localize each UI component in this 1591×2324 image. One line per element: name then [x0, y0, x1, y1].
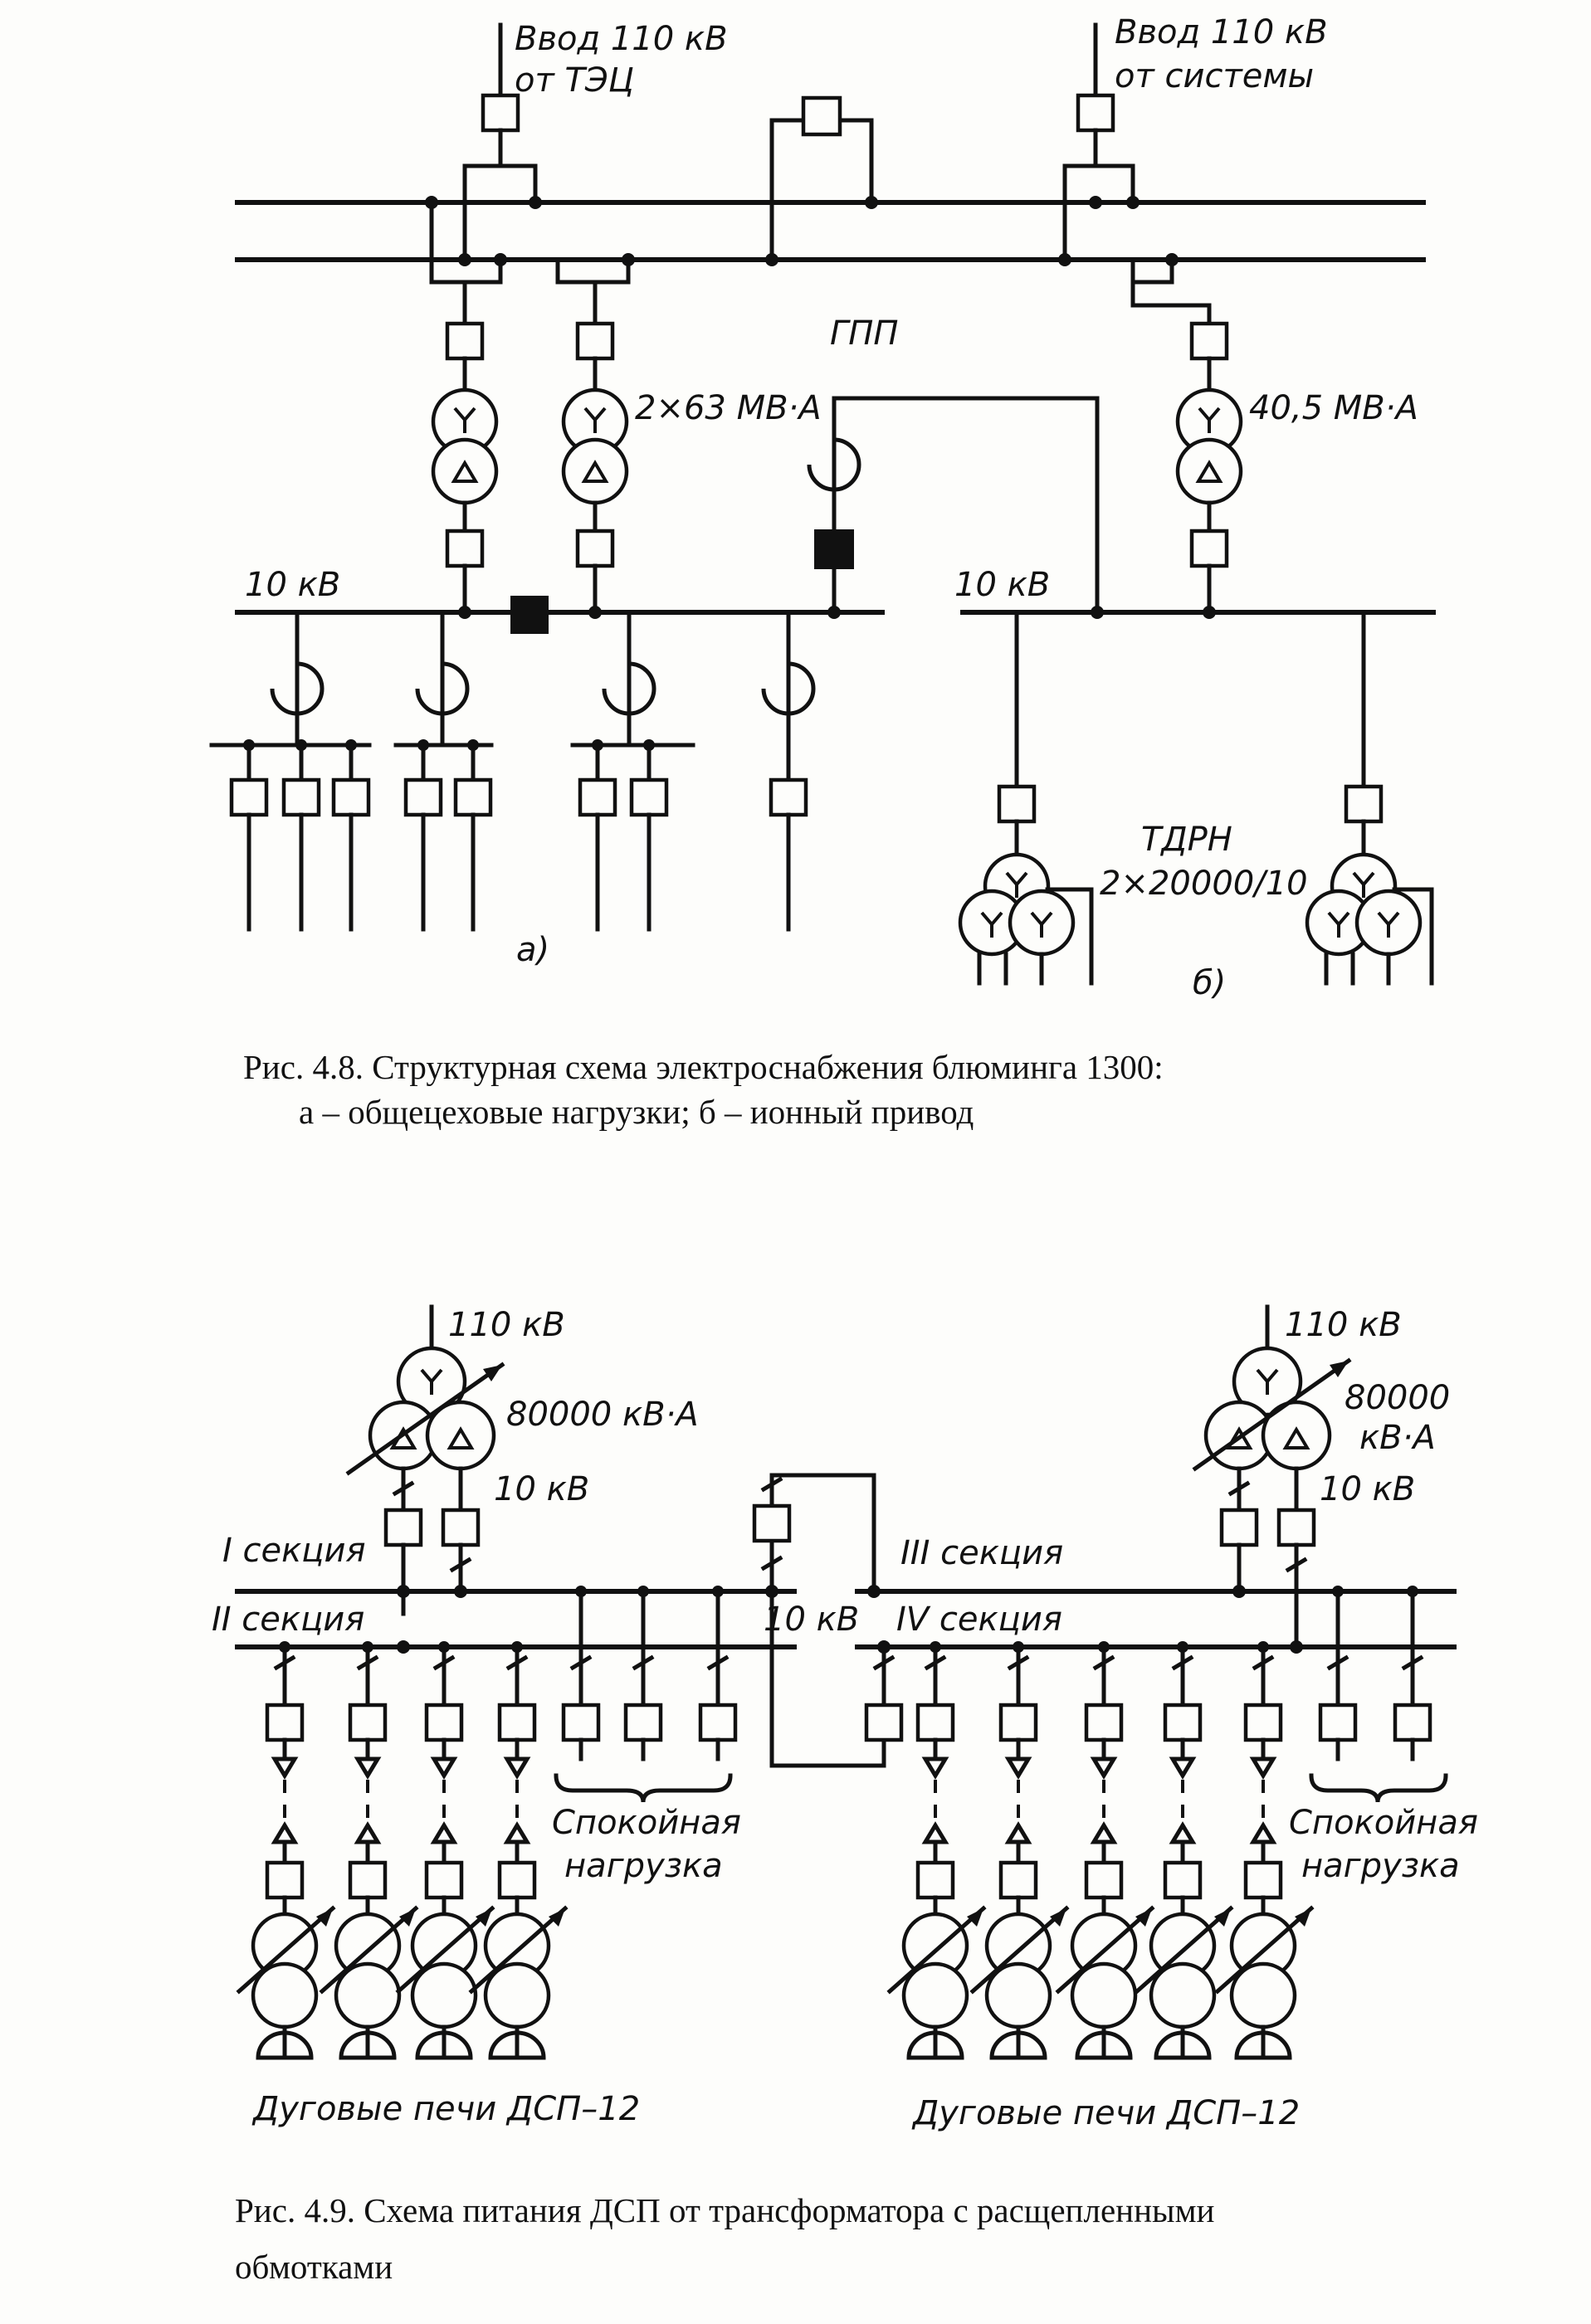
- load-group-4: [764, 610, 813, 932]
- label-calm-load-left-1: Спокойная: [552, 1804, 741, 1842]
- label-10kv-right: 10 кВ: [954, 566, 1050, 604]
- label-input-tec-1: Ввод 110 кВ: [515, 20, 728, 58]
- bus-coupler-110kv: [765, 95, 878, 266]
- furnace-feeders-left: [236, 1641, 569, 2060]
- label-tdrn-1: ТДРН: [1141, 821, 1232, 859]
- figure-4-8: Ввод 110 кВ от ТЭЦ Ввод 110 кВ от систем…: [209, 13, 1436, 1002]
- label-110kv-left: 110 кВ: [448, 1306, 565, 1344]
- caption-fig-4-8-line1: Рис. 4.8. Структурная схема электроснабж…: [243, 1048, 1164, 1086]
- label-transformer-left: 2×63 МВ·А: [635, 389, 822, 427]
- input-system-feeder: [1058, 22, 1140, 266]
- calm-load-right: [1309, 1586, 1448, 1803]
- label-calm-load-right-1: Спокойная: [1289, 1804, 1478, 1842]
- tdrn-transformer-1: [958, 610, 1094, 986]
- furnace-feeders-right: [886, 1641, 1315, 2060]
- figure-4-9: 110 кВ 110 кВ 80000 кВ·А 80000 кВ·А 10 к…: [212, 1304, 1478, 2132]
- caption-fig-4-9-line1: Рис. 4.9. Схема питания ДСП от трансформ…: [235, 2191, 1215, 2229]
- label-section-2: II секция: [212, 1600, 364, 1639]
- label-furnaces-right: Дуговые печи ДСП–12: [911, 2094, 1300, 2132]
- split-transformer-left: [345, 1304, 505, 1616]
- label-input-system-1: Ввод 110 кВ: [1115, 13, 1328, 51]
- label-power-left: 80000 кВ·А: [506, 1396, 699, 1434]
- label-calm-load-right-2: нагрузка: [1301, 1847, 1460, 1885]
- transformer-feeder-2: [555, 253, 635, 615]
- furnace-feeder-left-1: [236, 1641, 336, 2060]
- split-transformer-right: [1192, 1304, 1352, 1649]
- label-input-tec-2: от ТЭЦ: [515, 61, 634, 100]
- tdrn-transformer-2: [1305, 610, 1434, 986]
- furnace-feeder-left-2: [319, 1641, 419, 2060]
- label-input-system-2: от системы: [1115, 57, 1314, 95]
- label-10kv-right: 10 кВ: [1320, 1470, 1415, 1508]
- load-group-2: [393, 610, 494, 932]
- label-section-3: III секция: [900, 1534, 1063, 1572]
- label-power-right-1: 80000: [1345, 1379, 1450, 1417]
- furnace-feeder-right-5: [1214, 1641, 1315, 2060]
- input-tec-feeder: [458, 22, 542, 266]
- furnace-feeder-left-3: [395, 1641, 495, 2060]
- furnace-feeder-right-4: [1134, 1641, 1234, 2060]
- calm-load-left: [554, 1586, 738, 1803]
- section-tie-lower: [769, 1589, 904, 1768]
- label-110kv-right: 110 кВ: [1285, 1306, 1402, 1344]
- ion-drive-link: [809, 396, 1104, 619]
- label-section-4: IV секция: [896, 1600, 1062, 1639]
- transformer-feeder-1: [425, 196, 507, 615]
- section-tie: [752, 1473, 881, 1598]
- transformer-feeder-3: [1130, 253, 1243, 615]
- furnace-feeder-right-3: [1055, 1641, 1155, 2060]
- load-group-1: [209, 610, 372, 932]
- label-10kv-center: 10 кВ: [764, 1600, 859, 1639]
- label-furnaces-left: Дуговые печи ДСП–12: [251, 2090, 640, 2128]
- furnace-feeder-left-4: [468, 1641, 569, 2060]
- load-group-3: [570, 610, 695, 932]
- label-power-right-2: кВ·А: [1359, 1419, 1436, 1457]
- label-subfigure-a: а): [516, 931, 549, 969]
- label-10kv-left: 10 кВ: [494, 1470, 589, 1508]
- caption-fig-4-9-line2: обмотками: [235, 2248, 393, 2286]
- label-tdrn-2: 2×20000/10: [1100, 865, 1308, 903]
- furnace-feeder-right-2: [969, 1641, 1070, 2060]
- label-transformer-right: 40,5 МВ·А: [1249, 389, 1418, 427]
- furnace-feeder-right-1: [886, 1641, 987, 2060]
- label-section-1: I секция: [222, 1532, 366, 1570]
- label-gpp: ГПП: [830, 314, 898, 353]
- label-calm-load-left-2: нагрузка: [564, 1847, 723, 1885]
- label-subfigure-b: б): [1193, 964, 1226, 1002]
- caption-fig-4-8-line2: а – общецеховые нагрузки; б – ионный при…: [299, 1093, 974, 1131]
- bus-section-breaker: [510, 596, 549, 634]
- label-10kv-left: 10 кВ: [245, 566, 340, 604]
